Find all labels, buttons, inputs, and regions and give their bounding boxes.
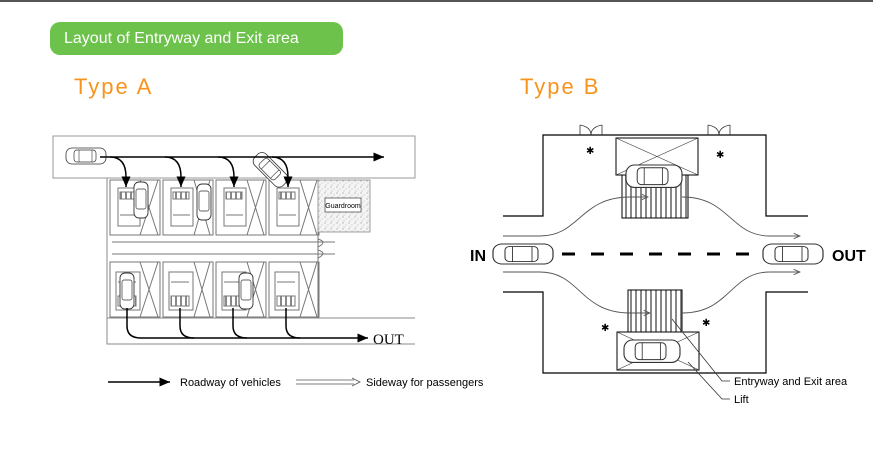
- in-label: IN: [470, 248, 486, 265]
- legend: Roadway of vehicles Sideway for passenge…: [108, 377, 484, 389]
- pedestrian-icon: ✱: [601, 323, 609, 334]
- car-icon: [119, 272, 135, 310]
- car-icon: [492, 243, 554, 265]
- vehicle-roadway-arrows: [100, 152, 384, 343]
- guardroom-label: Guardroom: [325, 203, 361, 210]
- car-icon: [65, 147, 107, 165]
- pedestrian-icon: ✱: [586, 146, 594, 157]
- entryway-callout-label: Entryway and Exit area: [734, 376, 848, 388]
- sideway-legend-arrow: [296, 377, 361, 387]
- sideway-legend-label: Sideway for passengers: [366, 377, 484, 389]
- entryway-area-bottom: [627, 289, 683, 333]
- top-border: [0, 0, 873, 2]
- car-icon: [623, 339, 681, 363]
- car-icon: [133, 181, 149, 219]
- building-outline: [503, 134, 808, 217]
- roadway-legend-label: Roadway of vehicles: [180, 377, 281, 389]
- building-outline: [106, 178, 415, 345]
- car-icon: [196, 183, 212, 221]
- lower-parking-bays: [109, 261, 320, 318]
- lift-callout-label: Lift: [734, 394, 749, 406]
- car-icon: [238, 272, 254, 310]
- vehicle-flow-curves: [503, 197, 800, 313]
- pedestrian-icon: ✱: [716, 150, 724, 161]
- callout-lines: [671, 318, 730, 400]
- car-icon: [762, 243, 824, 265]
- pedestrian-icon: ✱: [702, 318, 710, 329]
- type-a-out-label: OUT: [373, 332, 404, 348]
- type-b-title: Type B: [520, 74, 601, 99]
- car-icon: [625, 164, 683, 188]
- passenger-sideway: [112, 232, 335, 318]
- door-icon: [579, 124, 731, 136]
- type-a-title: Type A: [74, 74, 154, 99]
- type-a-diagram: Guardroom: [52, 135, 484, 389]
- type-b-out-label: OUT: [832, 248, 866, 265]
- section-title-badge: Layout of Entryway and Exit area: [50, 22, 343, 55]
- type-b-diagram: ✱ ✱ ✱ ✱ IN OUT Entryway: [470, 124, 866, 406]
